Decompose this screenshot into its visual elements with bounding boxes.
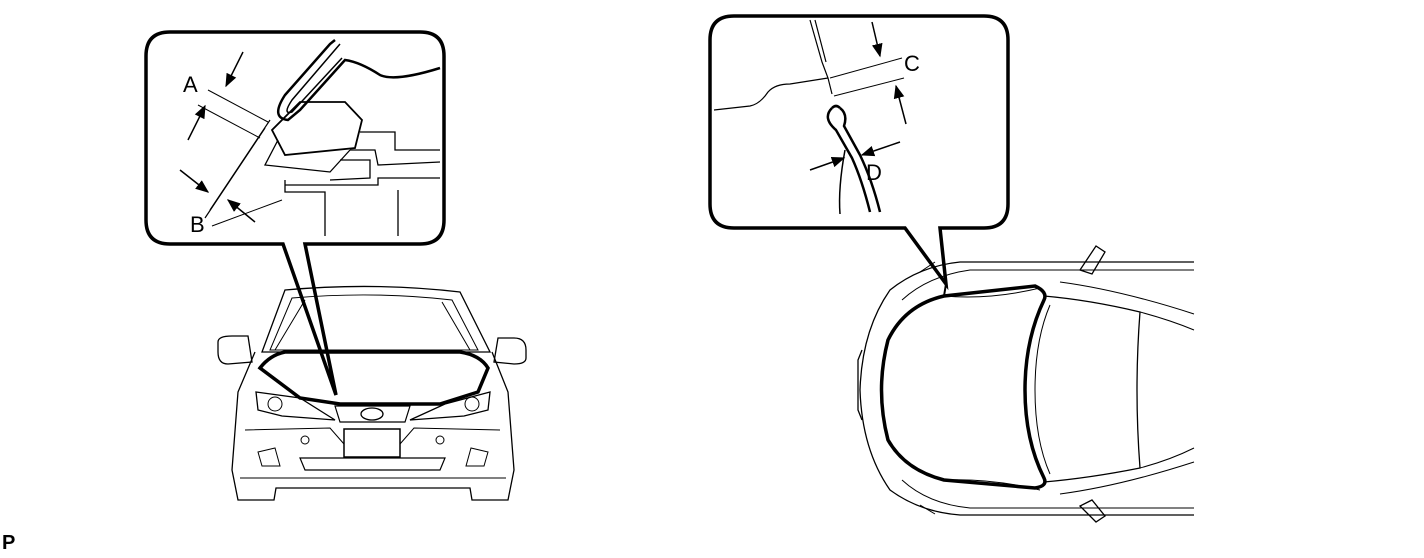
arrow-b-left bbox=[179, 169, 210, 193]
label-d: D bbox=[866, 160, 882, 185]
car-front-view bbox=[217, 285, 527, 501]
mirror-top bbox=[1078, 245, 1106, 275]
front-view-callout bbox=[144, 30, 446, 396]
callout-bubble-left bbox=[144, 30, 446, 396]
fender-profile bbox=[270, 101, 363, 156]
hood-edge-top bbox=[826, 107, 882, 213]
callout-bubble-right bbox=[708, 14, 1010, 291]
mirror-bottom bbox=[1078, 499, 1106, 523]
hood-outline-top bbox=[879, 284, 1047, 490]
headlamp-left bbox=[255, 391, 336, 421]
arrow-b-right bbox=[226, 199, 256, 223]
headlamp-right bbox=[409, 391, 491, 421]
mirror-left bbox=[217, 335, 253, 365]
license-plate bbox=[343, 428, 401, 458]
label-c: C bbox=[904, 51, 920, 76]
hood-edge-line bbox=[277, 39, 441, 122]
body-outline bbox=[231, 351, 515, 501]
arrow-c-bottom bbox=[893, 84, 907, 125]
label-b: B bbox=[190, 212, 205, 237]
hood-outline-front bbox=[257, 350, 490, 406]
arrow-a-bottom bbox=[187, 104, 206, 141]
arrow-c-top bbox=[871, 21, 883, 58]
car-top-view bbox=[857, 245, 1195, 523]
arrow-d-left bbox=[809, 156, 846, 171]
mirror-right bbox=[493, 337, 527, 365]
body-outline-top bbox=[859, 261, 1194, 516]
label-a: A bbox=[183, 72, 198, 97]
emblem bbox=[360, 407, 384, 421]
corner-code: P bbox=[2, 532, 16, 554]
arrow-d-right bbox=[860, 141, 901, 157]
arrow-a-top bbox=[225, 51, 244, 88]
top-view-callout bbox=[708, 14, 1010, 291]
